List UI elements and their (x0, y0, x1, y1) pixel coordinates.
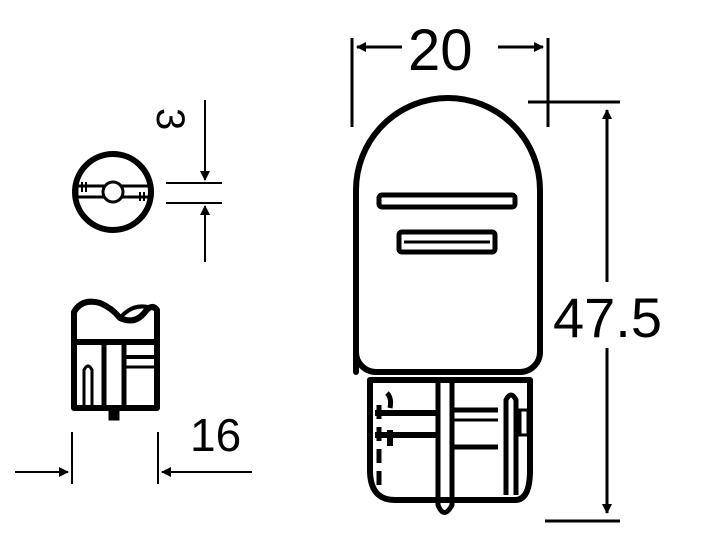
filament-gap-dimension-label: 3 (148, 108, 192, 131)
height-dimension (528, 100, 620, 523)
glass-dome-outline (353, 95, 543, 375)
width-dimension-label: 20 (408, 18, 473, 83)
filament-center (101, 180, 125, 204)
gap-dimension (166, 100, 222, 262)
height-dimension-label: 47.5 (553, 286, 662, 349)
base-width-dimension-label: 16 (190, 409, 242, 461)
top-view (72, 151, 154, 233)
side-view-outline (71, 298, 160, 411)
wedge-base-outline (367, 377, 533, 503)
base-width-dimension (15, 432, 252, 484)
filament-lower (396, 229, 498, 255)
filament-upper (376, 192, 518, 210)
side-view-tip (108, 407, 120, 421)
side-view (71, 298, 160, 421)
width-dimension (350, 38, 550, 127)
center-stem (435, 380, 455, 515)
front-view (353, 95, 543, 515)
